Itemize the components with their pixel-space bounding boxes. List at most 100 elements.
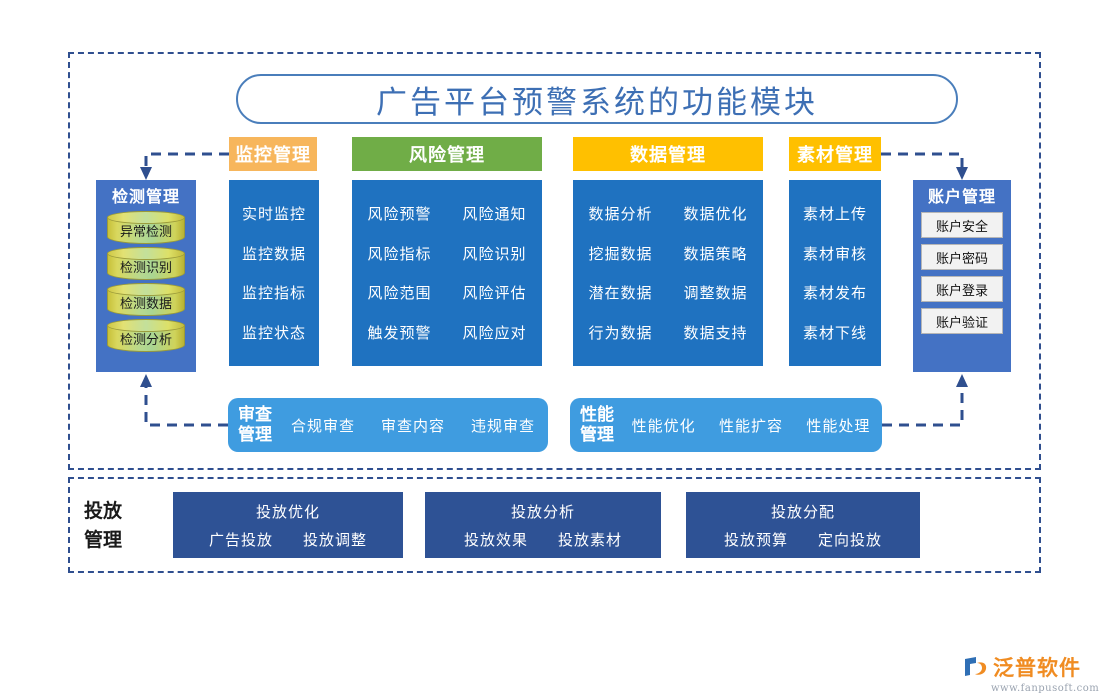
column-header-risk[interactable]: 风险管理 [352, 137, 542, 171]
delivery-card-sub[interactable]: 投放预算 [723, 531, 788, 549]
panel-item[interactable]: 潜在数据 [588, 285, 653, 303]
panel-item[interactable]: 监控指标 [241, 285, 306, 303]
review-management-bar[interactable]: 审查 管理 合规审查 审查内容 违规审查 [228, 398, 548, 452]
delivery-card-subs: 投放预算 定向投放 [724, 529, 882, 550]
review-item[interactable]: 违规审查 [470, 417, 535, 435]
delivery-card-optimization[interactable]: 投放优化 广告投放 投放调整 [173, 492, 403, 558]
panel-item[interactable]: 行为数据 [588, 325, 653, 343]
cylinder-label: 检测分析 [119, 331, 172, 347]
panel-item[interactable]: 风险应对 [462, 325, 527, 343]
panel-item[interactable]: 素材上传 [802, 205, 867, 223]
diagram-title-box: 广告平台预警系统的功能模块 [236, 74, 958, 124]
delivery-card-sub[interactable]: 投放素材 [558, 531, 623, 549]
account-item[interactable]: 账户登录 [921, 276, 1003, 302]
panel-item[interactable]: 风险预警 [367, 205, 432, 223]
panel-item[interactable]: 素材下线 [802, 325, 867, 343]
logo-row: 泛普软件 [963, 652, 1081, 682]
panel-item[interactable]: 监控状态 [241, 325, 306, 343]
performance-management-bar[interactable]: 性能 管理 性能优化 性能扩容 性能处理 [570, 398, 882, 452]
review-item[interactable]: 合规审查 [290, 417, 355, 435]
panel-risk[interactable]: 风险预警 风险通知 风险指标 风险识别 风险范围 风险评估 触发预警 风险应对 [352, 180, 542, 366]
cylinder-icon[interactable]: 检测识别 [107, 247, 185, 280]
delivery-card-subs: 投放效果 投放素材 [464, 529, 622, 550]
account-management-box[interactable]: 账户管理 账户安全 账户密码 账户登录 账户验证 [913, 180, 1011, 372]
panel-row: 监控数据 [229, 243, 319, 264]
panel-row: 素材上传 [789, 203, 881, 224]
panel-item[interactable]: 风险范围 [367, 285, 432, 303]
performance-item[interactable]: 性能扩容 [718, 417, 783, 435]
cylinder-icon[interactable]: 检测数据 [107, 283, 185, 316]
panel-monitor[interactable]: 实时监控 监控数据 监控指标 监控状态 [229, 180, 319, 366]
panel-item[interactable]: 调整数据 [683, 285, 748, 303]
account-item[interactable]: 账户安全 [921, 212, 1003, 238]
delivery-card-analysis[interactable]: 投放分析 投放效果 投放素材 [425, 492, 661, 558]
panel-row: 素材审核 [789, 243, 881, 264]
performance-item[interactable]: 性能优化 [631, 417, 696, 435]
delivery-card-sub[interactable]: 投放效果 [463, 531, 528, 549]
account-item[interactable]: 账户密码 [921, 244, 1003, 270]
panel-item[interactable]: 风险识别 [462, 245, 527, 263]
panel-item[interactable]: 素材审核 [802, 245, 867, 263]
panel-asset[interactable]: 素材上传 素材审核 素材发布 素材下线 [789, 180, 881, 366]
fanpu-mark-icon [965, 657, 987, 676]
panel-row: 风险范围 风险评估 [352, 282, 542, 303]
cylinder-label: 检测识别 [119, 259, 172, 275]
panel-item[interactable]: 风险指标 [367, 245, 432, 263]
page-title: 广告平台预警系统的功能模块 [376, 84, 818, 121]
panel-item[interactable]: 数据优化 [683, 205, 748, 223]
performance-title-line2: 管理 [580, 425, 614, 445]
delivery-card-title: 投放优化 [255, 503, 320, 521]
delivery-label-line2: 管理 [84, 529, 123, 551]
account-management-title: 账户管理 [927, 187, 996, 206]
panel-row: 触发预警 风险应对 [352, 322, 542, 343]
delivery-card-title: 投放分配 [770, 503, 835, 521]
delivery-card-subs: 广告投放 投放调整 [209, 529, 367, 550]
delivery-card-sub[interactable]: 广告投放 [208, 531, 273, 549]
panel-item[interactable]: 数据策略 [683, 245, 748, 263]
detection-cylinder-stack: 异常检测 检测识别 检测数据 检测分析 [96, 211, 196, 352]
panel-row: 风险预警 风险通知 [352, 203, 542, 224]
column-header-monitor[interactable]: 监控管理 [229, 137, 317, 171]
column-header-data[interactable]: 数据管理 [573, 137, 763, 171]
performance-item[interactable]: 性能处理 [806, 417, 871, 435]
column-header-asset[interactable]: 素材管理 [789, 137, 881, 171]
delivery-management-label: 投放 管理 [84, 496, 154, 556]
performance-management-title: 性能 管理 [580, 405, 620, 445]
logo-name: 泛普软件 [993, 655, 1081, 680]
cylinder-label: 异常检测 [119, 223, 172, 239]
panel-item[interactable]: 风险评估 [462, 285, 527, 303]
panel-item[interactable]: 数据支持 [683, 325, 748, 343]
logo-url: www.fanpusoft.com [991, 683, 1100, 694]
panel-row: 监控状态 [229, 322, 319, 343]
review-management-title: 审查 管理 [238, 405, 278, 445]
delivery-card-allocation[interactable]: 投放分配 投放预算 定向投放 [686, 492, 920, 558]
delivery-card-sub[interactable]: 投放调整 [303, 531, 368, 549]
detection-management-title: 检测管理 [111, 187, 180, 206]
panel-item[interactable]: 数据分析 [588, 205, 653, 223]
panel-row: 行为数据 数据支持 [573, 322, 763, 343]
detection-management-box[interactable]: 检测管理 异常检测 检测识别 检测数据 检测分析 [96, 180, 196, 372]
panel-item[interactable]: 风险通知 [462, 205, 527, 223]
account-item-stack: 账户安全 账户密码 账户登录 账户验证 [913, 212, 1011, 334]
review-items: 合规审查 审查内容 违规审查 [278, 415, 548, 436]
cylinder-icon[interactable]: 检测分析 [107, 319, 185, 352]
review-title-line1: 审查 [238, 405, 272, 425]
lower-dashed-frame [68, 477, 1041, 573]
panel-item[interactable]: 素材发布 [802, 285, 867, 303]
review-item[interactable]: 审查内容 [380, 417, 445, 435]
delivery-card-sub[interactable]: 定向投放 [818, 531, 883, 549]
upper-dashed-frame [68, 52, 1041, 470]
panel-row: 数据分析 数据优化 [573, 203, 763, 224]
panel-row: 素材下线 [789, 322, 881, 343]
account-item[interactable]: 账户验证 [921, 308, 1003, 334]
panel-row: 潜在数据 调整数据 [573, 282, 763, 303]
panel-item[interactable]: 挖掘数据 [588, 245, 653, 263]
panel-item[interactable]: 实时监控 [241, 205, 306, 223]
panel-item[interactable]: 监控数据 [241, 245, 306, 263]
cylinder-icon[interactable]: 异常检测 [107, 211, 185, 244]
panel-item[interactable]: 触发预警 [367, 325, 432, 343]
performance-items: 性能优化 性能扩容 性能处理 [620, 415, 882, 436]
panel-data[interactable]: 数据分析 数据优化 挖掘数据 数据策略 潜在数据 调整数据 行为数据 数据支持 [573, 180, 763, 366]
panel-row: 实时监控 [229, 203, 319, 224]
